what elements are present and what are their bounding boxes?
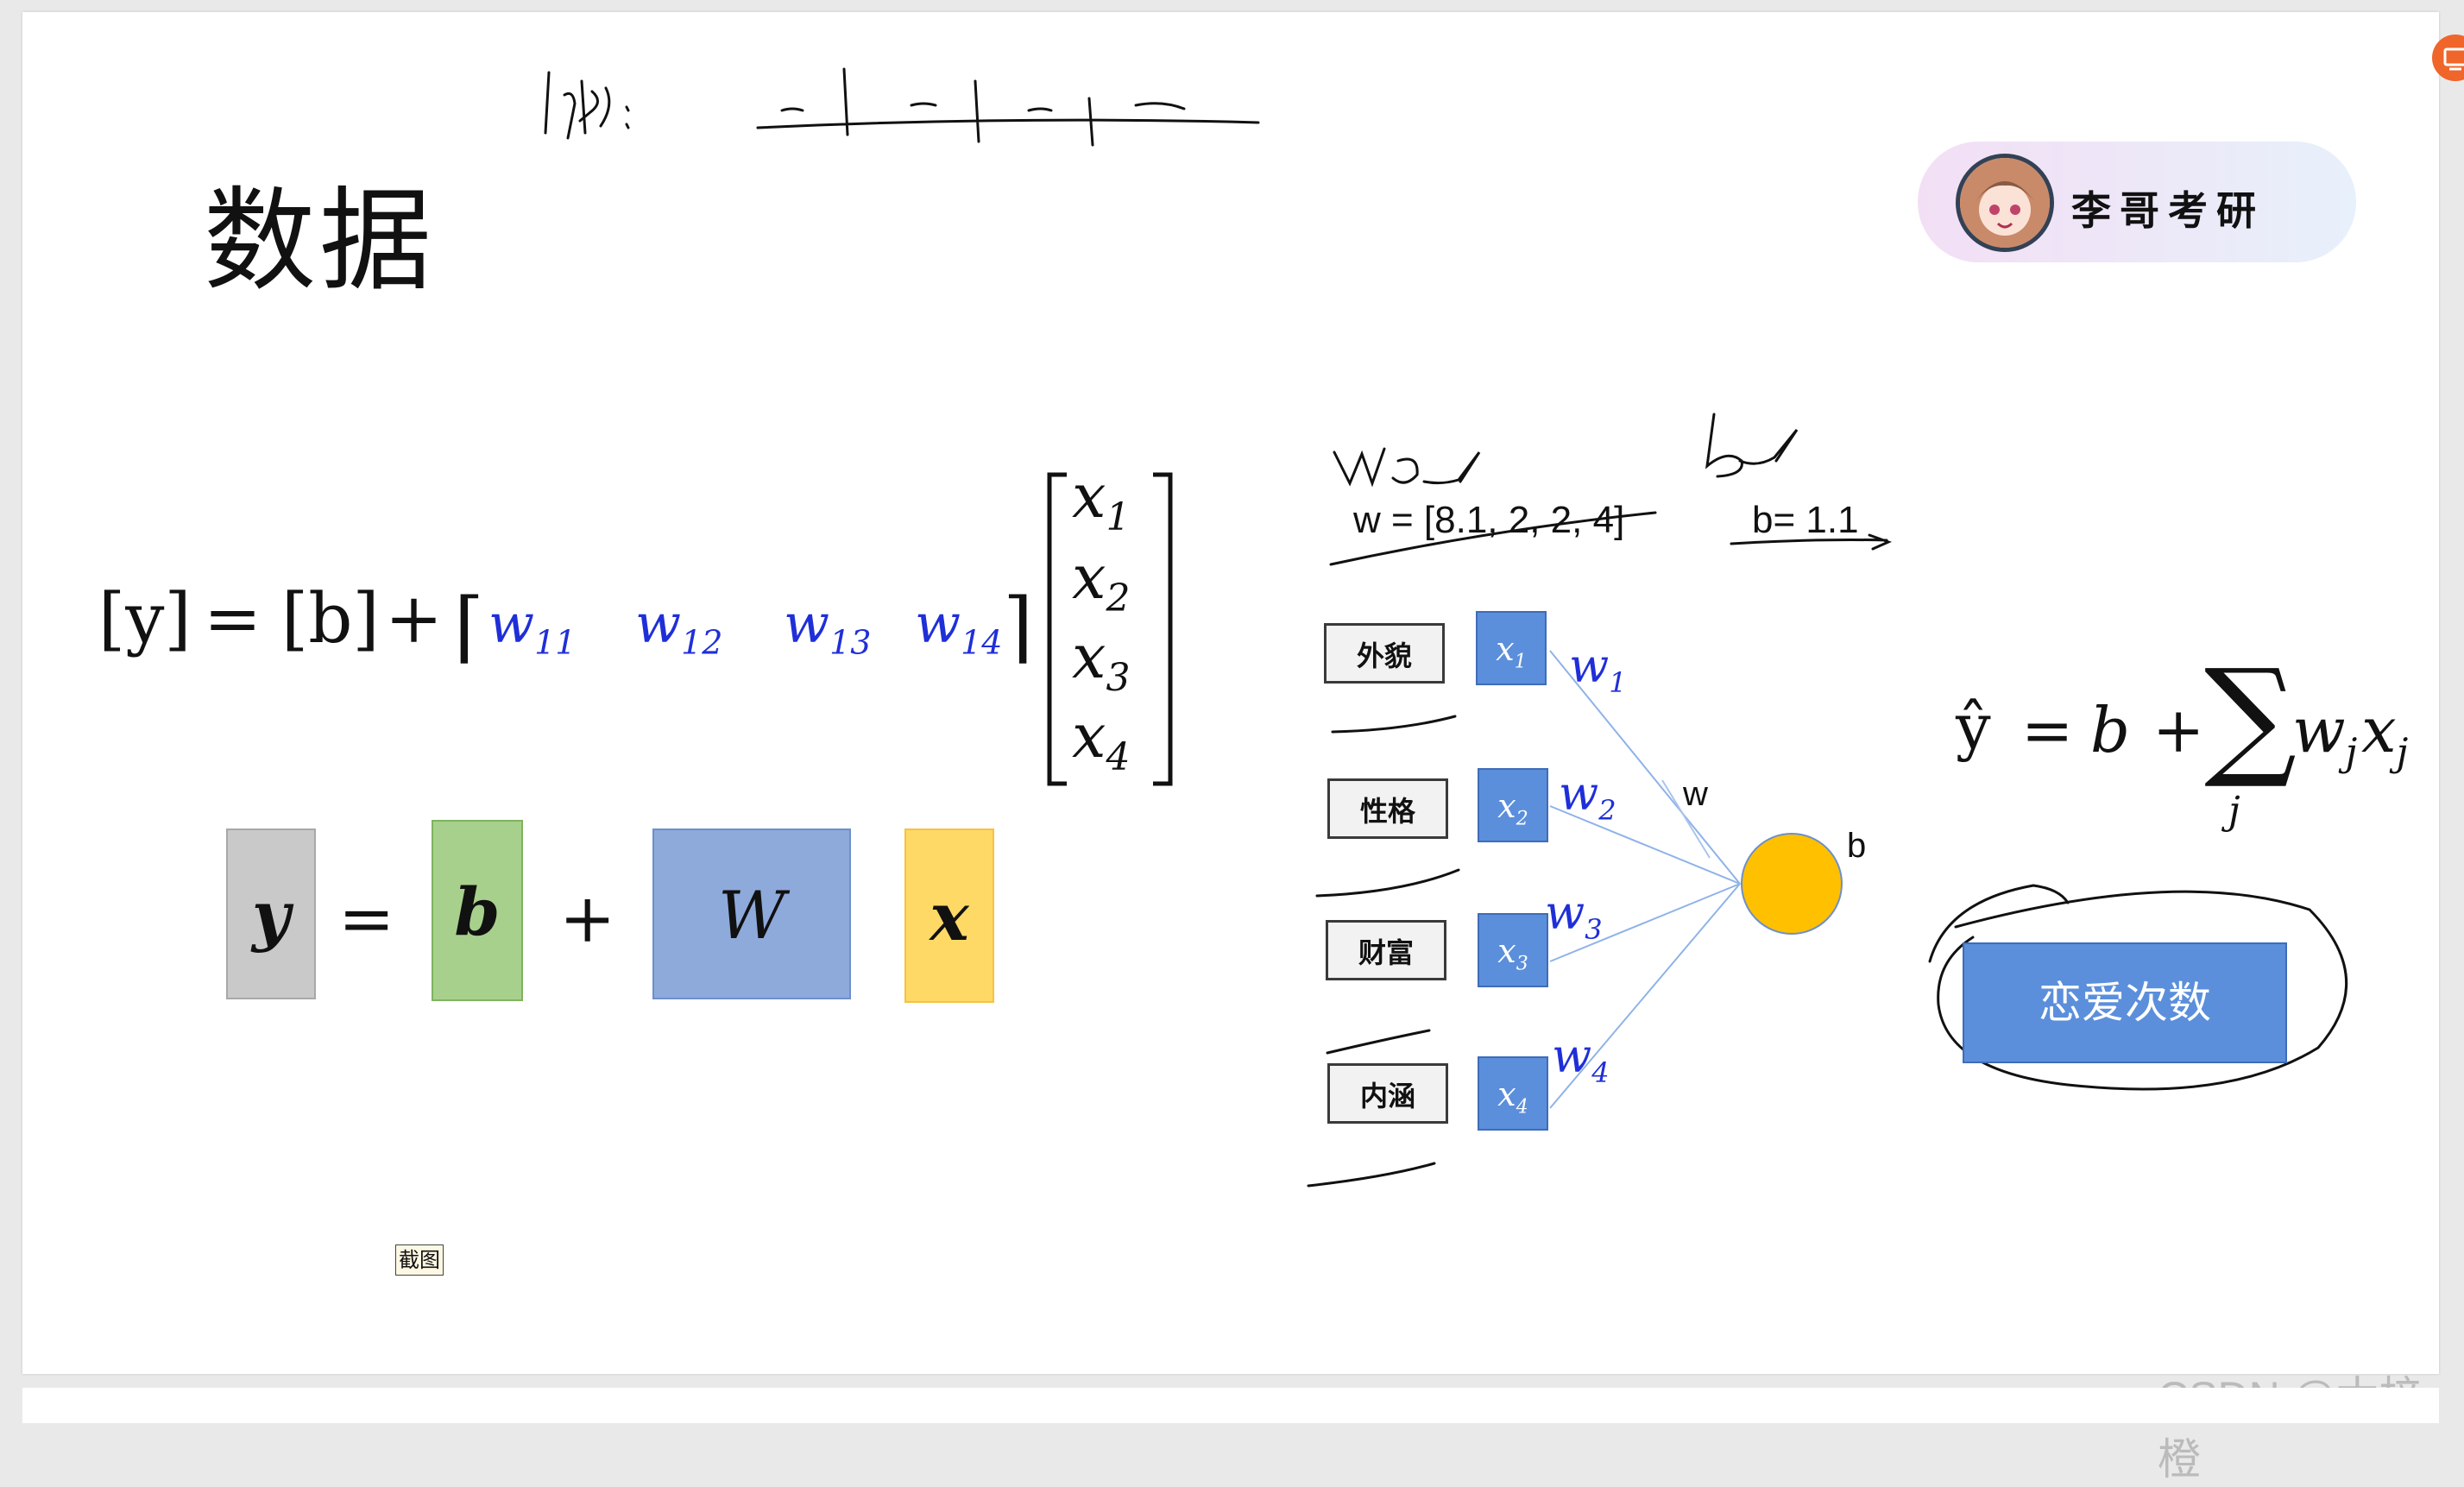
bias-label: b xyxy=(1847,827,1866,866)
edge-w-label: w xyxy=(1683,775,1708,814)
input-x2: x2 xyxy=(1478,768,1548,842)
input-x1: x1 xyxy=(1476,611,1547,685)
b-value: b= 1.1 xyxy=(1752,499,1859,542)
w-values: w = [8.1, 2, 2, 4] xyxy=(1353,499,1624,542)
formula-yhat: ŷ xyxy=(1956,690,1991,763)
screenshot-button[interactable]: 截图 xyxy=(395,1244,444,1276)
input-x4: x4 xyxy=(1478,1056,1548,1131)
formula-equals: = xyxy=(2021,694,2073,766)
formula-wj: wj xyxy=(2292,694,2357,774)
weight-w4: w4 xyxy=(1552,1029,1610,1089)
watermark: CSDN @木梓橙 xyxy=(2158,1363,2439,1487)
slide-canvas: 数据 李哥考研 [y] = [b] + ⌈ w11 w12 w13 w14 ⌉ … xyxy=(22,12,2439,1374)
weight-w1: w1 xyxy=(1569,639,1627,699)
next-slide-strip xyxy=(22,1388,2439,1423)
formula-xj: xj xyxy=(2361,694,2408,774)
feature-personality: 性格 xyxy=(1327,778,1448,839)
feature-appearance: 外貌 xyxy=(1324,623,1445,684)
network-edges xyxy=(22,12,2439,1374)
formula-sum-symbol: ∑ xyxy=(2204,642,2297,792)
input-x3: x3 xyxy=(1478,913,1548,987)
weight-w2: w2 xyxy=(1559,766,1616,827)
formula-sum-index: j xyxy=(2228,789,2240,833)
feature-inner-quality: 内涵 xyxy=(1327,1063,1448,1124)
formula-b: b xyxy=(2090,694,2130,766)
feature-wealth: 财富 xyxy=(1326,920,1446,980)
output-love-count: 恋爱次数 xyxy=(1963,942,2287,1063)
formula-plus: + xyxy=(2152,694,2204,766)
weight-w3: w3 xyxy=(1545,885,1603,946)
